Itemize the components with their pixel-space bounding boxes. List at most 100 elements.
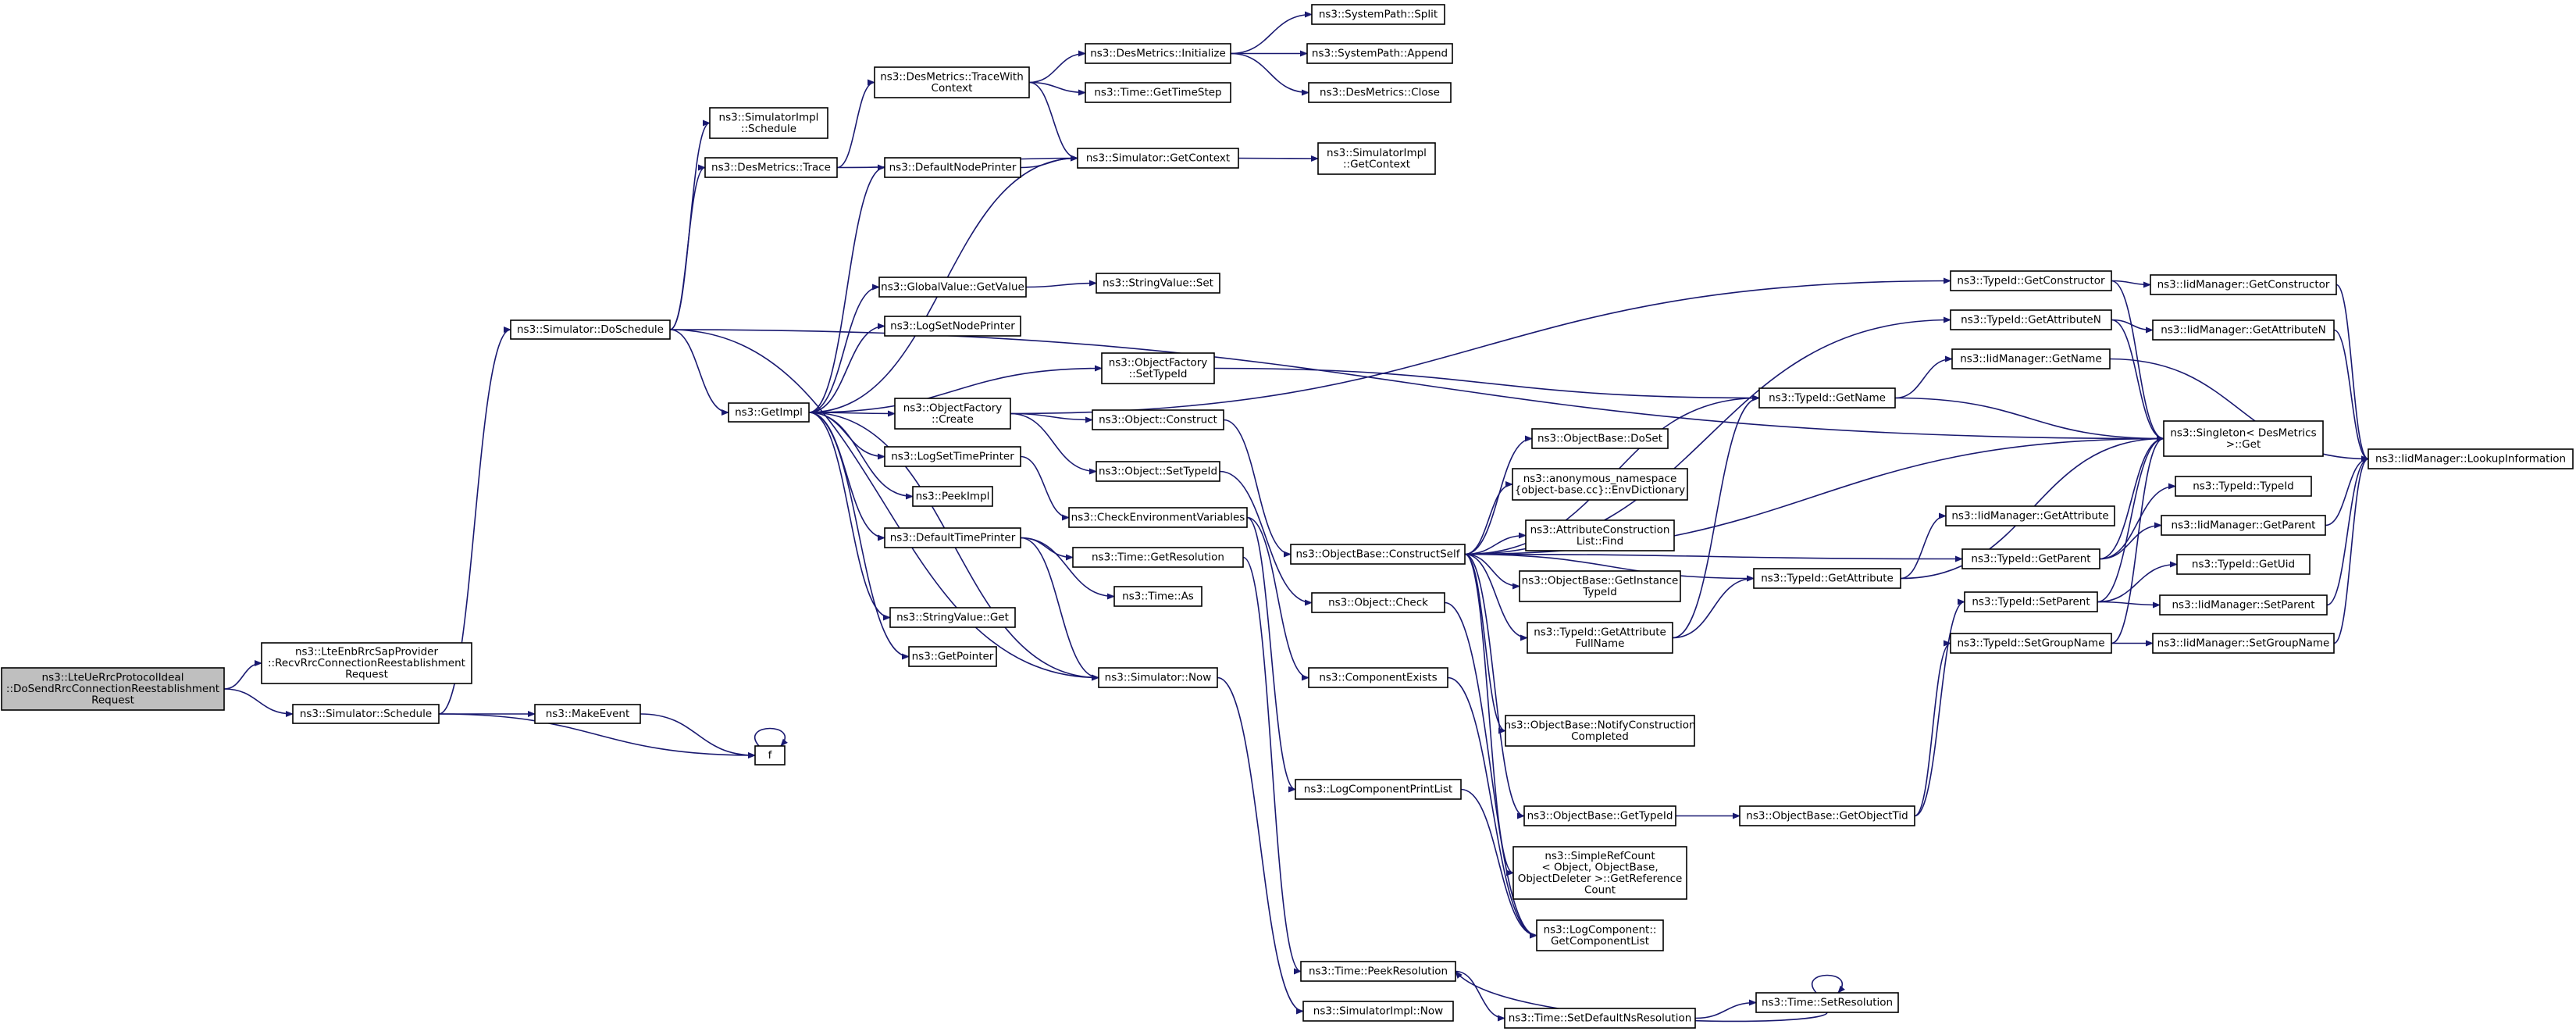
node-logCompGetList[interactable]: ns3::LogComponent::GetComponentList	[1536, 919, 1664, 951]
node-tidGetAttr[interactable]: ns3::TypeId::GetAttribute	[1753, 568, 1901, 589]
node-obGetObjTid[interactable]: ns3::ObjectBase::GetObjectTid	[1739, 805, 1915, 826]
edge-ofCreate-to-tidGetCons	[1010, 277, 1951, 415]
node-svSet[interactable]: ns3::StringValue::Set	[1096, 273, 1220, 294]
node-timeGetRes[interactable]: ns3::Time::GetResolution	[1072, 547, 1244, 568]
edge-obGetObjTid-to-tidSetGroup	[1914, 640, 1951, 817]
node-iidGetParent[interactable]: ns3::IidManager::GetParent	[2161, 515, 2326, 536]
node-recv[interactable]: ns3::LteEnbRrcSapProvider::RecvRrcConnec…	[261, 642, 472, 684]
node-iidSetGroup[interactable]: ns3::IidManager::SetGroupName	[2152, 633, 2335, 654]
node-timePeekRes[interactable]: ns3::Time::PeekResolution	[1300, 961, 1456, 982]
node-iidGetName[interactable]: ns3::IidManager::GetName	[1951, 348, 2111, 369]
node-timeStep[interactable]: ns3::Time::GetTimeStep	[1085, 82, 1231, 103]
node-box	[1072, 547, 1244, 568]
node-tidGetCons[interactable]: ns3::TypeId::GetConstructor	[1950, 270, 2112, 291]
node-box	[2152, 319, 2335, 341]
node-ofSetTypeId[interactable]: ns3::ObjectFactory::SetTypeId	[1101, 352, 1215, 384]
node-iidGetCons[interactable]: ns3::IidManager::GetConstructor	[2150, 274, 2337, 295]
edge-getImpl-to-gvGetValue	[808, 284, 880, 413]
node-peekImpl[interactable]: ns3::PeekImpl	[912, 486, 993, 507]
node-doSched[interactable]: ns3::Simulator::DoSchedule	[510, 319, 671, 340]
node-label: GetComponentList	[1551, 935, 1649, 948]
node-simGetCtx[interactable]: ns3::Simulator::GetContext	[1077, 148, 1239, 169]
node-objCheck[interactable]: ns3::Object::Check	[1311, 592, 1445, 613]
node-objConstruct[interactable]: ns3::Object::Construct	[1092, 409, 1224, 430]
node-box	[510, 319, 671, 340]
node-desInit[interactable]: ns3::DesMetrics::Initialize	[1085, 43, 1231, 64]
node-tidGetUid[interactable]: ns3::TypeId::GetUid	[2176, 554, 2311, 575]
node-svGet[interactable]: ns3::StringValue::Get	[889, 607, 1016, 628]
node-logCompPrint[interactable]: ns3::LogComponentPrintList	[1295, 779, 1462, 800]
node-spAppend[interactable]: ns3::SystemPath::Append	[1306, 43, 1453, 64]
node-srcGetRef[interactable]: ns3::SimpleRefCount< Object, ObjectBase,…	[1512, 846, 1687, 900]
edge-timeSetRes-to-timeSetRes	[1811, 974, 1845, 994]
node-box	[878, 277, 1027, 298]
node-defTimePrinter[interactable]: ns3::DefaultTimePrinter	[884, 527, 1021, 548]
node-label: ns3::LogSetNodePrinter	[890, 320, 1015, 333]
node-iidSetParent[interactable]: ns3::IidManager::SetParent	[2159, 594, 2328, 616]
node-gvGetValue[interactable]: ns3::GlobalValue::GetValue	[878, 277, 1027, 298]
node-box	[1512, 468, 1688, 501]
node-desTrace[interactable]: ns3::DesMetrics::Trace	[704, 157, 838, 178]
node-spSplit[interactable]: ns3::SystemPath::Split	[1311, 4, 1445, 25]
node-obDoSet[interactable]: ns3::ObjectBase::DoSet	[1531, 428, 1669, 449]
node-makeEvent[interactable]: ns3::MakeEvent	[534, 704, 641, 724]
node-label: ns3::GlobalValue::GetValue	[881, 281, 1024, 294]
node-iidLookup[interactable]: ns3::IidManager::LookupInformation	[2368, 448, 2574, 469]
node-box	[912, 486, 993, 507]
node-timeSetDefNs[interactable]: ns3::Time::SetDefaultNsResolution	[1504, 1008, 1696, 1029]
node-box	[1504, 1008, 1696, 1029]
node-tidSetParent[interactable]: ns3::TypeId::SetParent	[1964, 591, 2098, 612]
edge-logCompPrint-to-logCompGetList	[1460, 788, 1537, 939]
node-tidTypeId[interactable]: ns3::TypeId::TypeId	[2175, 476, 2312, 497]
node-timeAs[interactable]: ns3::Time::As	[1113, 586, 1202, 607]
node-obGetTypeId[interactable]: ns3::ObjectBase::GetTypeId	[1523, 805, 1676, 826]
node-checkEnv[interactable]: ns3::CheckEnvironmentVariables	[1068, 507, 1248, 528]
node-box	[728, 402, 810, 423]
node-f[interactable]: f	[754, 745, 786, 766]
node-constructSelf[interactable]: ns3::ObjectBase::ConstructSelf	[1290, 544, 1466, 565]
node-iidGetAttrN[interactable]: ns3::IidManager::GetAttributeN	[2152, 319, 2335, 341]
node-singleton[interactable]: ns3::Singleton< DesMetrics >::Get	[2163, 420, 2324, 457]
node-obNotify[interactable]: ns3::ObjectBase::NotifyConstructionCompl…	[1504, 715, 1696, 747]
node-simImplSched[interactable]: ns3::SimulatorImpl::Schedule	[709, 107, 828, 139]
node-desClose[interactable]: ns3::DesMetrics::Close	[1308, 82, 1452, 103]
node-tidGetParent[interactable]: ns3::TypeId::GetParent	[1961, 548, 2100, 569]
node-simNow[interactable]: ns3::Simulator::Now	[1098, 667, 1218, 688]
node-label: ns3::ObjectBase::DoSet	[1537, 433, 1662, 445]
node-tidGetAttrN[interactable]: ns3::TypeId::GetAttributeN	[1950, 309, 2112, 330]
node-tidSetGroup[interactable]: ns3::TypeId::SetGroupName	[1950, 633, 2112, 654]
node-objSetTypeId[interactable]: ns3::Object::SetTypeId	[1096, 461, 1220, 482]
node-simImplCtx[interactable]: ns3::SimulatorImpl::GetContext	[1317, 142, 1436, 175]
node-label: ns3::MakeEvent	[546, 708, 630, 720]
node-box	[1739, 805, 1915, 826]
edge-gvGetValue-to-svSet	[1025, 280, 1097, 288]
edge-ofSetTypeId-to-tidGetName	[1213, 367, 1760, 402]
node-defNodePrinter[interactable]: ns3::DefaultNodePrinter	[884, 157, 1021, 178]
node-label: ns3::Object::SetTypeId	[1099, 466, 1217, 478]
node-compExists[interactable]: ns3::ComponentExists	[1308, 667, 1448, 688]
node-anonEnv[interactable]: ns3::anonymous_namespace{object-base.cc}…	[1512, 468, 1688, 501]
edge-getImpl-to-logSetNode	[808, 323, 885, 413]
node-tidGetName[interactable]: ns3::TypeId::GetName	[1758, 387, 1896, 409]
edge-tidGetAttrN-to-singleton	[2111, 319, 2164, 442]
node-logSetTime[interactable]: ns3::LogSetTimePrinter	[884, 446, 1021, 467]
edge-iidSetParent-to-iidLookup	[2326, 455, 2369, 606]
edge-sched-to-f	[438, 713, 756, 758]
node-ofCreate[interactable]: ns3::ObjectFactory::Create	[894, 398, 1011, 430]
node-label: ns3::Simulator::GetContext	[1086, 152, 1230, 165]
node-getPointer[interactable]: ns3::GetPointer	[908, 646, 997, 667]
node-logSetNode[interactable]: ns3::LogSetNodePrinter	[884, 316, 1021, 337]
node-sched[interactable]: ns3::Simulator::Schedule	[292, 704, 440, 724]
node-box	[1077, 148, 1239, 169]
node-timeSetRes[interactable]: ns3::Time::SetResolution	[1755, 992, 1899, 1013]
node-getImpl[interactable]: ns3::GetImpl	[728, 402, 810, 423]
node-label: ::SetTypeId	[1129, 368, 1188, 380]
edge-getImpl-to-getPointer	[808, 412, 910, 660]
node-iidGetAttr[interactable]: ns3::IidManager::GetAttribute	[1945, 505, 2115, 526]
edge-tidGetParent-to-iidGetParent	[2099, 522, 2162, 560]
node-simImplNow[interactable]: ns3::SimulatorImpl::Now	[1302, 1001, 1454, 1022]
